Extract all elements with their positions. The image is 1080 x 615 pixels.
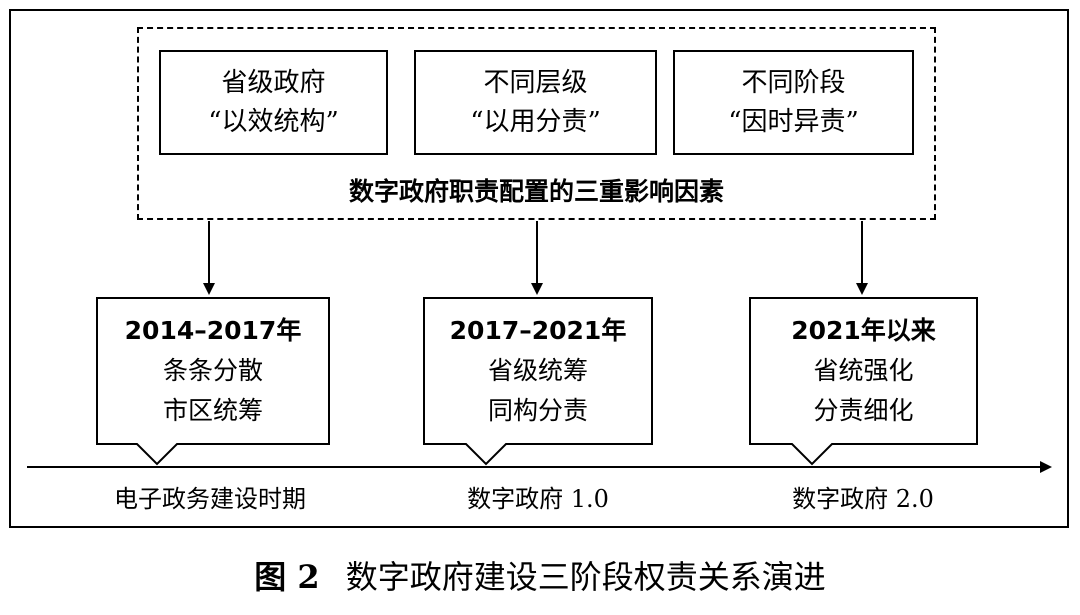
stage-3-text: 2021年以来 省统强化 分责细化 [750,311,977,431]
factor-box-levels: 不同层级 “以用分责” [414,50,657,155]
stage-box-2 [423,297,653,466]
stage-box-3 [749,297,978,466]
stage-title: 2021年以来 [791,316,936,345]
stage-line1: 省统强化 [813,356,914,385]
era-label-dg2: 数字政府 2.0 [792,485,934,513]
diagram-frame [9,9,1069,528]
stage-line2: 同构分责 [487,396,588,425]
figure-caption: 图 2 数字政府建设三阶段权责关系演进 [0,552,1080,598]
factor-line1: 不同阶段 [741,67,846,98]
factor-line1: 省级政府 [221,67,326,98]
factor-box-provincial: 省级政府 “以效统构” [159,50,388,155]
stage-1-text: 2014–2017年 条条分散 市区统筹 [97,311,329,431]
factor-line1: 不同层级 [483,67,588,98]
factor-line2: “因时异责” [728,106,859,137]
figure-title: 数字政府建设三阶段权责关系演进 [345,558,826,596]
stage-2-text: 2017–2021年 省级统筹 同构分责 [424,311,652,431]
factor-box-stages: 不同阶段 “因时异责” [673,50,914,155]
stage-title: 2017–2021年 [449,316,627,345]
stage-line2: 市区统筹 [162,396,263,425]
era-label-dg1: 数字政府 1.0 [467,485,609,513]
factors-caption: 数字政府职责配置的三重影响因素 [348,177,724,206]
stage-box-1 [96,297,330,466]
factor-line2: “以用分责” [470,106,601,137]
factors-group [137,27,936,220]
stage-line1: 省级统筹 [487,356,588,385]
era-label-egov: 电子政务建设时期 [114,485,306,513]
stage-line2: 分责细化 [813,396,914,425]
factor-line2: “以效统构” [208,106,339,137]
figure-number: 图 2 [254,558,320,596]
stage-line1: 条条分散 [162,356,263,385]
stage-title: 2014–2017年 [124,316,302,345]
